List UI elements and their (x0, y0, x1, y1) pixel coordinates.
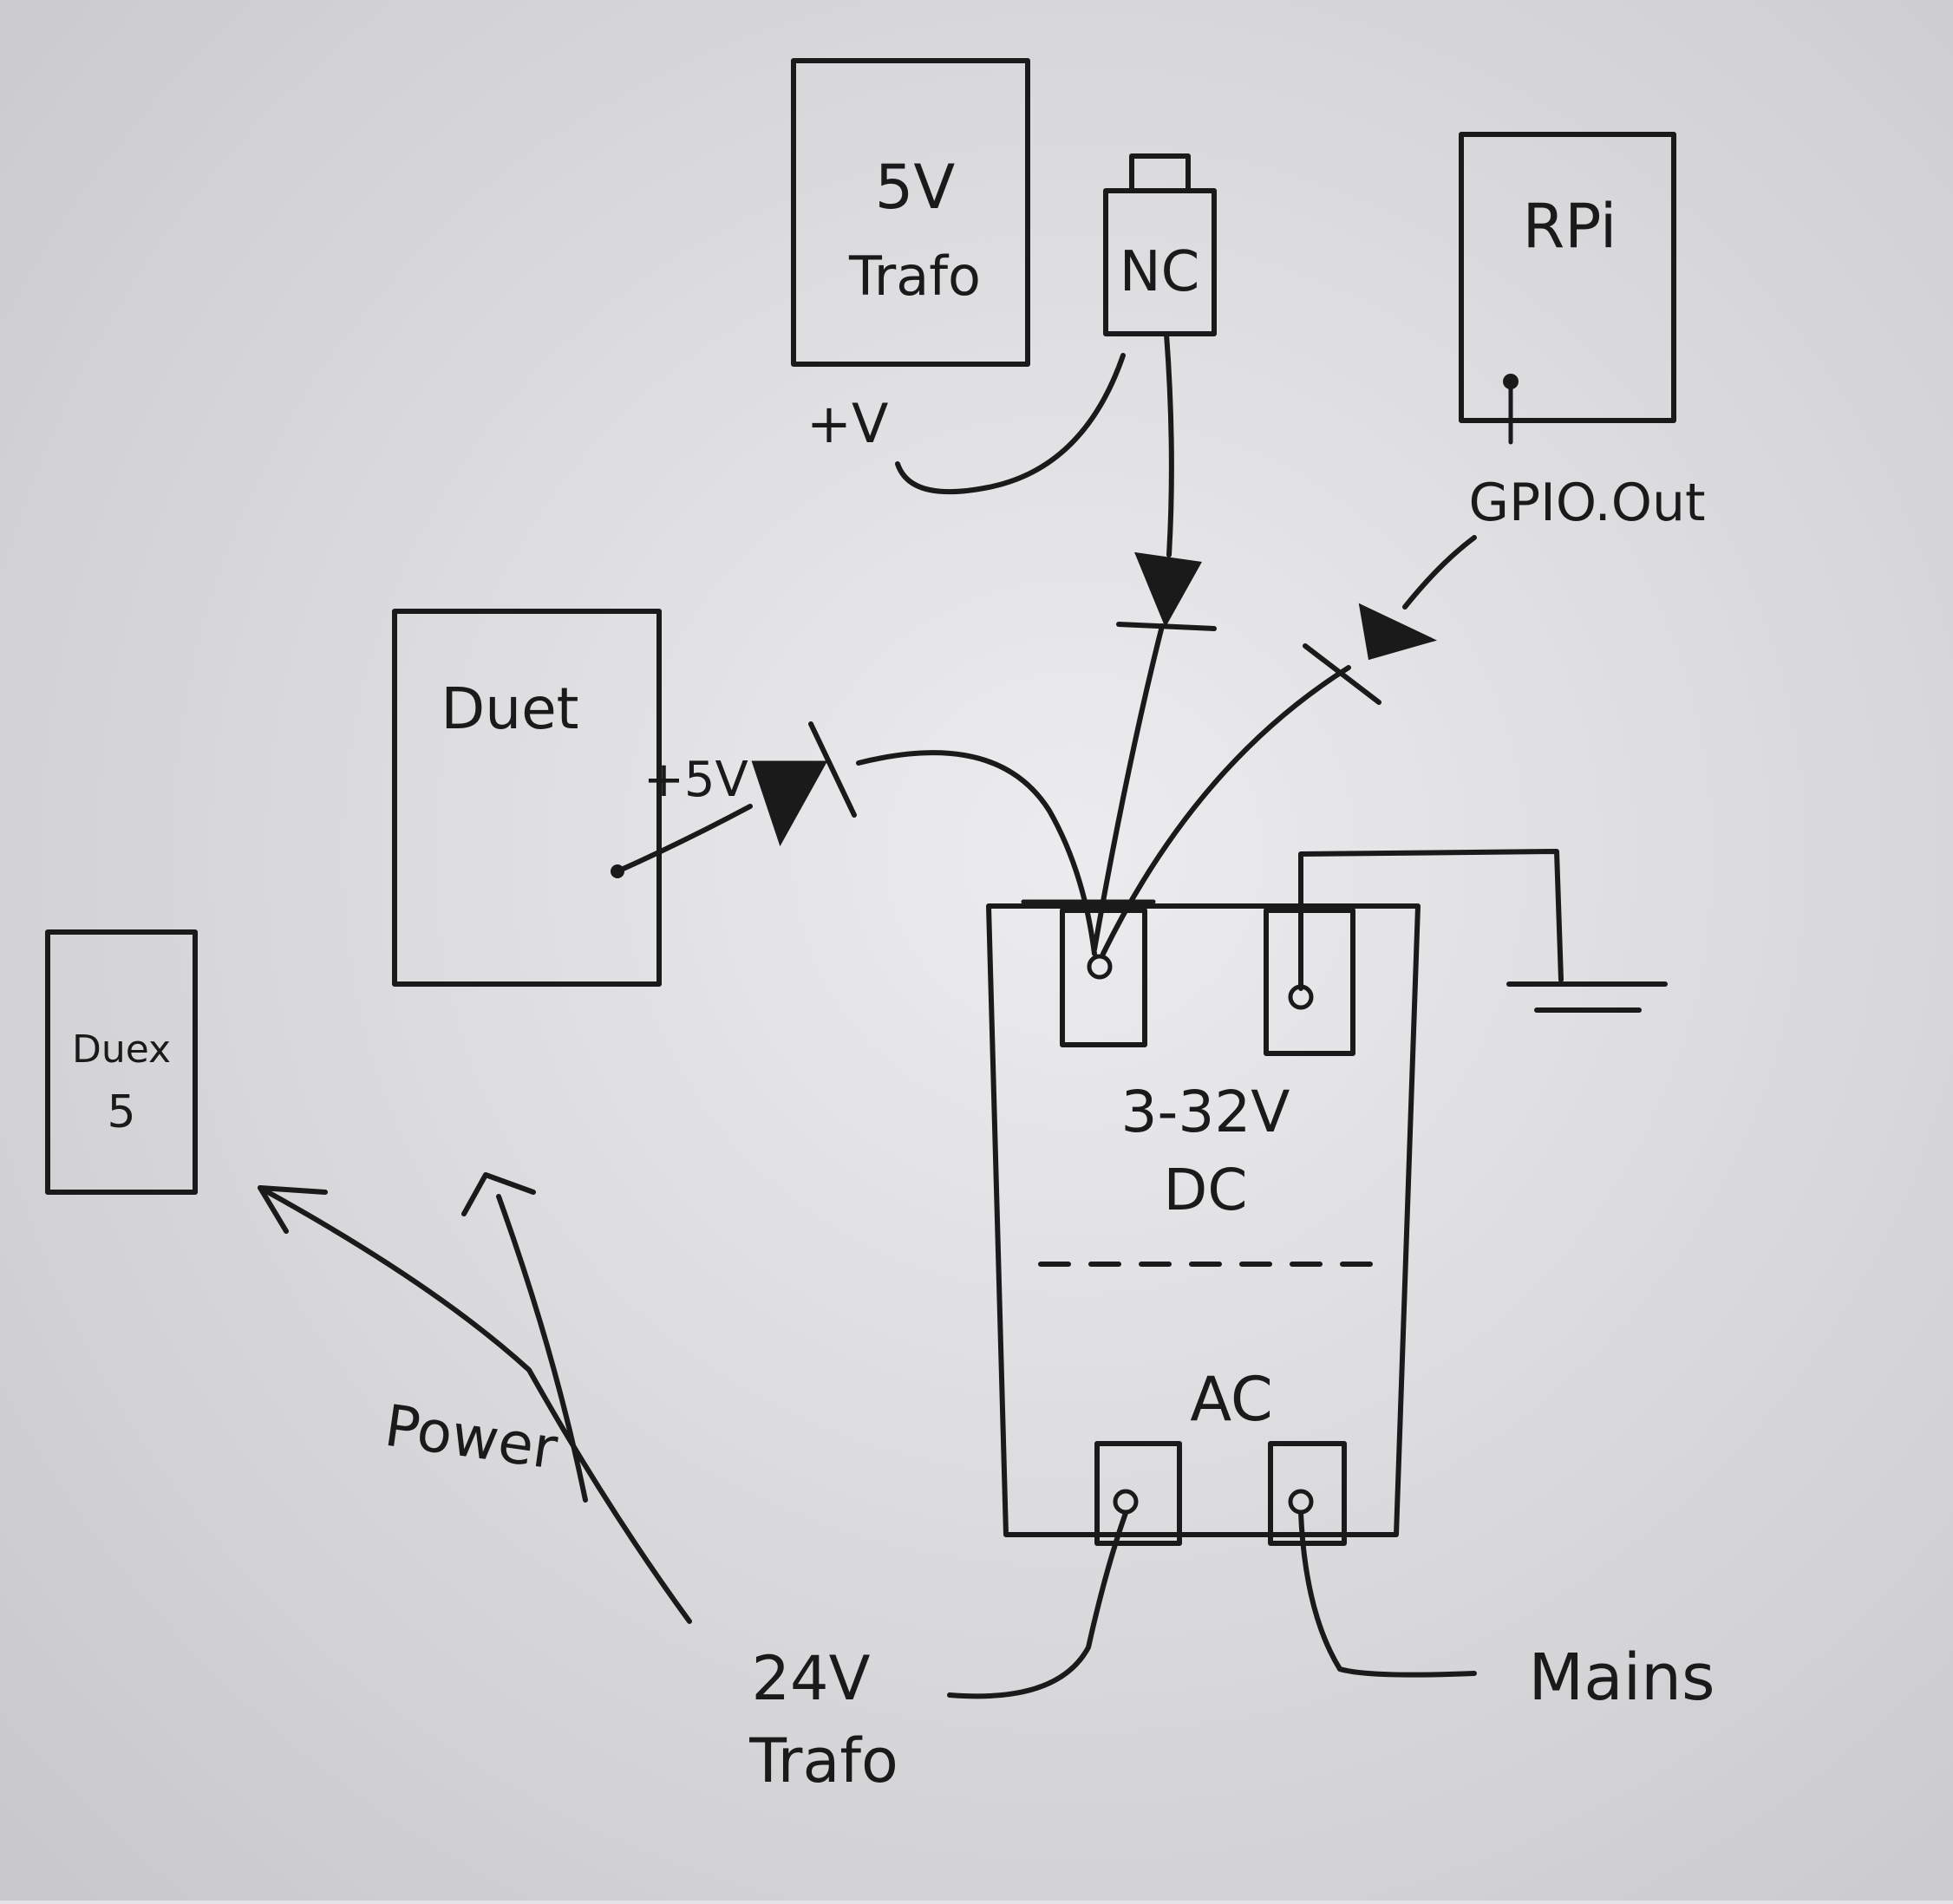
wire-diode-to-relay (1092, 623, 1165, 952)
ground-wire (1298, 849, 1564, 991)
dc-plus-screw (1087, 954, 1113, 980)
relay-ac-label: AC (1190, 1364, 1273, 1435)
diode-duet-triangle (751, 760, 828, 847)
relay-dc-label: DC (1164, 1157, 1248, 1223)
trafo-5v-box (791, 58, 1030, 367)
power-arrows (258, 1172, 692, 1624)
nc-switch: NC (1103, 153, 1217, 336)
ac-terminal-mains (1268, 1441, 1347, 1546)
trafo-5v-name-label: Trafo (848, 245, 981, 308)
trafo-5v-voltage-label: 5V (875, 152, 956, 223)
raspberry-pi-label: RPi (1523, 191, 1617, 262)
trafo-24v-name-label: Trafo (748, 1725, 898, 1796)
nc-switch-label: NC (1120, 240, 1200, 304)
solid-state-relay: 3-32V DC AC (986, 899, 1421, 1546)
diode-nc (1116, 551, 1217, 631)
wire-duet-to-diode (615, 804, 753, 874)
raspberry-pi-box (1459, 132, 1676, 423)
raspberry-pi: RPi GPIO.Out (1459, 132, 1706, 533)
wire-nc-to-diode (1164, 331, 1174, 558)
duex5-box (45, 929, 198, 1195)
ac-terminal-24v (1094, 1441, 1182, 1546)
nc-switch-plunger (1129, 153, 1191, 193)
relay-dc-voltage-label: 3-32V (1121, 1079, 1290, 1145)
arrow-head-duet (461, 1172, 536, 1216)
dc-minus-terminal (1264, 908, 1355, 1056)
duet-board-box (392, 609, 662, 987)
trafo-5v-terminal-label: +V (807, 392, 888, 455)
ground-symbol (1298, 849, 1668, 1013)
mains-label: Mains (1528, 1640, 1715, 1715)
diode-nc-bar (1116, 622, 1217, 631)
wire-gpio-to-diode (1402, 535, 1477, 610)
wire-diode-gpio-to-relay (1101, 665, 1351, 956)
diode-nc-triangle (1134, 551, 1202, 628)
power-line-to-duex (258, 1185, 692, 1624)
relay-body (986, 903, 1421, 1537)
diode-duet-bar (808, 721, 857, 818)
duet-board: Duet +5V (392, 609, 748, 987)
power-line-to-duet (496, 1194, 588, 1503)
duex5-number-label: 5 (107, 1086, 135, 1138)
diode-gpio-triangle (1358, 603, 1438, 661)
diode-duet (751, 721, 857, 847)
trafo-5v: 5V Trafo +V (791, 58, 1030, 455)
duet-board-label: Duet (441, 675, 578, 742)
wire-5v-to-nc (895, 353, 1126, 495)
duex5-board: Duex 5 (45, 929, 198, 1195)
duet-5v-label: +5V (643, 752, 748, 808)
gpio-out-label: GPIO.Out (1468, 473, 1705, 533)
duex5-name-label: Duex (72, 1027, 171, 1072)
wire-mains-to-relay (1298, 1510, 1477, 1678)
wire-24v-to-relay (947, 1510, 1128, 1699)
arrow-head-duex (258, 1185, 328, 1234)
wire-diode-duet-to-relay (856, 750, 1097, 956)
trafo-24v-voltage-label: 24V (752, 1643, 871, 1714)
